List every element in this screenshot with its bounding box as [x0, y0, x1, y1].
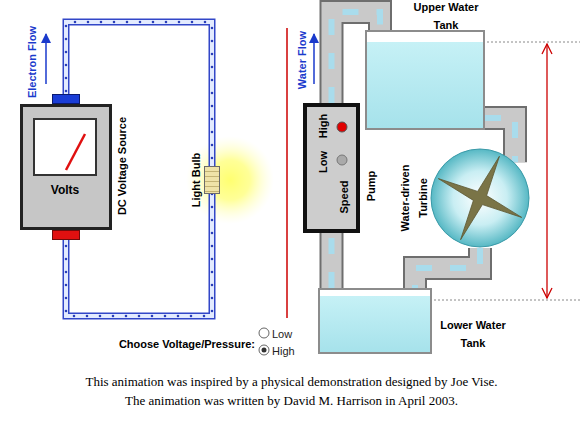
voltage-source-box: VoltsDC Voltage Source — [20, 104, 112, 230]
pipe-outline — [320, 233, 344, 288]
component-label: DC Voltage Source — [116, 117, 128, 215]
meter-face — [33, 118, 97, 176]
flow-arrow — [45, 34, 47, 84]
control-label: Speed — [338, 180, 350, 213]
lower-water-tank: Lower Water Tank — [318, 288, 432, 354]
flow-arrow — [313, 34, 315, 84]
pipe-connector — [415, 248, 480, 288]
radio-label: Low — [272, 328, 292, 340]
component-label: Pump — [365, 171, 377, 202]
text-holder: DC Voltage Source — [112, 117, 130, 215]
text-holder: High — [313, 114, 331, 138]
radio-button — [259, 328, 269, 338]
label-holder: Low — [272, 324, 292, 342]
control-prompt: Choose Voltage/Pressure: — [119, 338, 255, 350]
text-holder: Lower Water Tank — [436, 315, 510, 351]
pipe-water — [329, 233, 335, 288]
text-holder: Low — [313, 151, 331, 173]
label-holder: Water Flow — [292, 31, 310, 89]
label-holder: Electron Flow — [22, 26, 40, 98]
pipe-body — [415, 248, 480, 288]
radio-label: High — [272, 345, 295, 357]
component-label: Water-driven Turbine — [399, 165, 429, 232]
water-turbine: Water-driven Turbine — [430, 148, 530, 248]
caption: This animation was inspired by a physica… — [85, 374, 497, 408]
text-holder: Speed — [334, 180, 352, 213]
component-label: Light Bulb — [190, 153, 202, 207]
turbine-housing — [431, 149, 529, 247]
turbine-blades — [438, 156, 521, 239]
label-holder: High — [272, 341, 295, 359]
label-holder: Choose Voltage/Pressure: — [119, 334, 255, 352]
speed-indicator-on — [337, 122, 347, 132]
turbine-drawing — [430, 148, 530, 248]
bulb-glow — [186, 136, 274, 224]
connector-line — [415, 248, 480, 288]
text-holder: Pump — [361, 171, 379, 202]
upper-water-tank: Upper Water Tank — [365, 30, 485, 130]
component-label: Lower Water Tank — [440, 319, 506, 349]
text-holder: Volts — [51, 180, 79, 198]
component-label: Upper Water Tank — [414, 1, 479, 31]
pipe-connector — [331, 233, 332, 288]
speed-option: Low — [317, 151, 329, 173]
radio-dot — [262, 348, 267, 353]
flow-label: Water Flow — [296, 31, 308, 89]
meter-needle — [66, 134, 85, 170]
meter-unit: Volts — [51, 183, 79, 197]
text-holder: Upper Water Tank — [401, 0, 491, 33]
text-holder: Water-driven Turbine — [395, 156, 431, 240]
pump-box: LowHighSpeedPump — [303, 103, 360, 233]
level-line — [487, 42, 580, 43]
text-holder: Light Bulb — [186, 153, 204, 207]
positive-terminal — [52, 94, 80, 104]
meter-needle-layer — [35, 120, 95, 174]
connector-line — [331, 233, 332, 288]
divider-line — [286, 28, 288, 318]
speed-option: High — [317, 114, 329, 138]
height-arrow — [546, 44, 547, 298]
light-bulb: Light Bulb — [204, 166, 220, 194]
flow-label: Electron Flow — [26, 26, 38, 98]
pipe-body — [322, 233, 342, 288]
negative-terminal — [52, 230, 80, 240]
speed-indicator-off — [337, 155, 347, 165]
caption-holder: This animation was inspired by a physica… — [80, 372, 503, 410]
pipe-water — [415, 248, 480, 288]
pipe-outline — [415, 248, 480, 288]
level-line — [434, 300, 580, 301]
radio-button — [259, 345, 269, 355]
